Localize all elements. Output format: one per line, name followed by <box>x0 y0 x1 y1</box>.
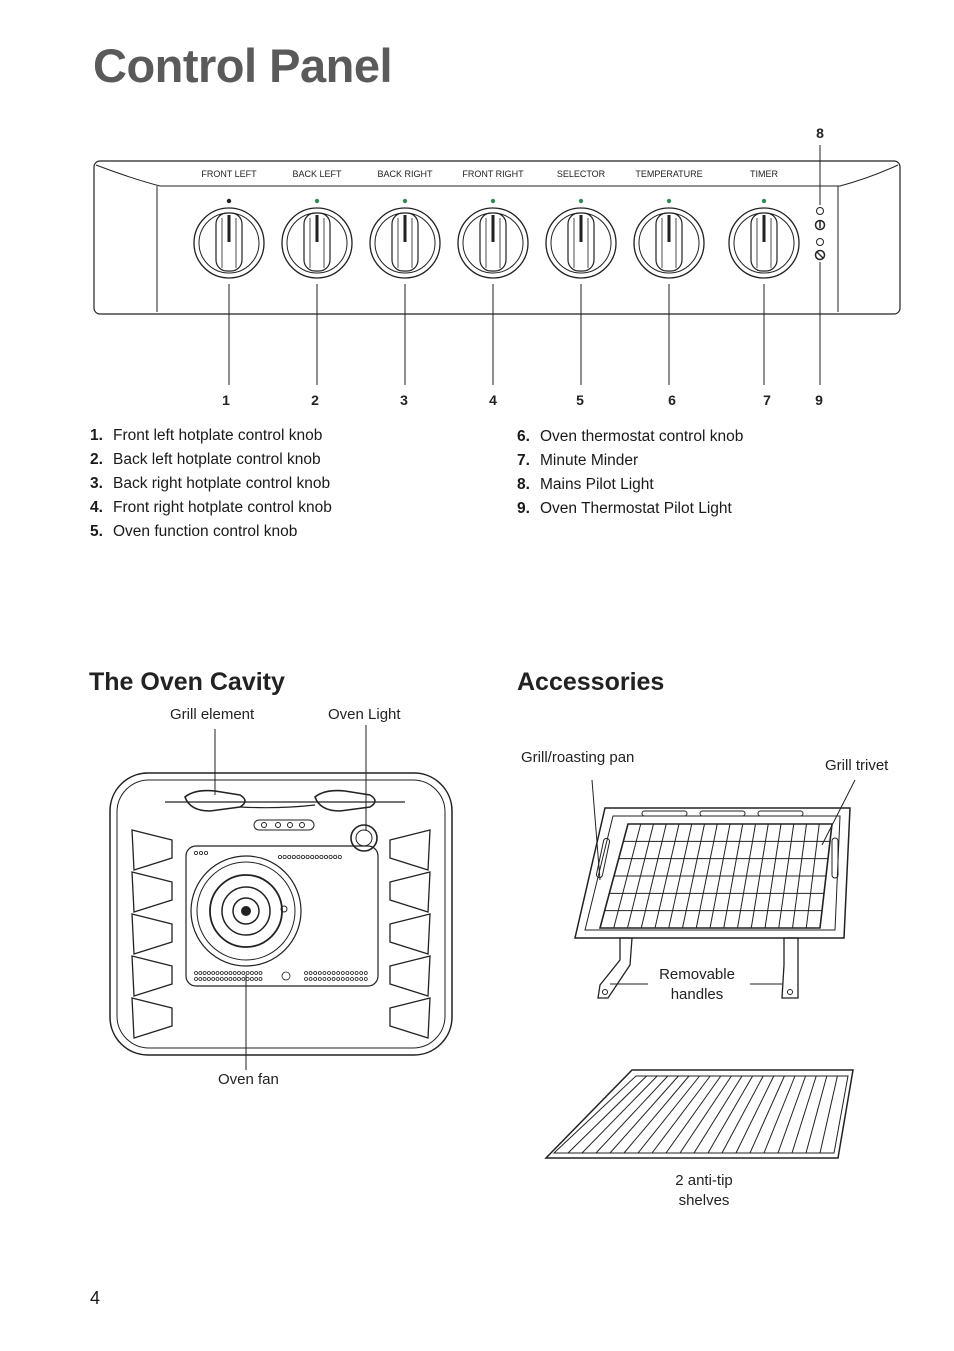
callout-number: 7 <box>763 392 771 408</box>
legend-item: 8.Mains Pilot Light <box>517 476 654 493</box>
callout-number: 1 <box>222 392 230 408</box>
control-knob[interactable] <box>633 198 705 385</box>
knob-indicator-dot <box>314 198 320 204</box>
page-title: Control Panel <box>93 39 393 92</box>
knob-label: FRONT LEFT <box>201 169 257 179</box>
legend-item: 6.Oven thermostat control knob <box>517 428 744 445</box>
control-knob[interactable] <box>369 198 441 385</box>
knob-indicator-dot <box>761 198 767 204</box>
knob-indicator-dot <box>226 198 232 204</box>
callout-number: 2 <box>311 392 319 408</box>
grill-pan-label: Grill/roasting pan <box>521 749 635 766</box>
mains-pilot-light <box>816 207 824 215</box>
legend-item: 4.Front right hotplate control knob <box>90 499 332 516</box>
grill-trivet-label: Grill trivet <box>825 757 889 774</box>
accessories-title: Accessories <box>517 668 665 696</box>
panel-top-curve <box>95 164 899 187</box>
legend-left: 1.Front left hotplate control knob 2.Back… <box>90 424 332 544</box>
grill-pan-diagram <box>574 779 856 999</box>
oven-fan-icon <box>190 855 302 967</box>
knob-label: BACK RIGHT <box>377 169 433 179</box>
callout-number: 5 <box>576 392 584 408</box>
thermostat-pilot-light <box>816 238 824 246</box>
thermometer-symbol-icon <box>814 249 826 261</box>
knob-label: TIMER <box>750 169 778 179</box>
callout-number: 8 <box>816 125 824 141</box>
legend-item: 1.Front left hotplate control knob <box>90 427 323 444</box>
anti-tip-shelves-label: 2 anti-tip shelves <box>675 1172 733 1209</box>
callout-number: 6 <box>668 392 676 408</box>
legend-item: 9.Oven Thermostat Pilot Light <box>517 500 732 517</box>
legend-right: 6.Oven thermostat control knob 7.Minute M… <box>517 425 743 521</box>
legend-item: 7.Minute Minder <box>517 452 639 469</box>
panel-outline <box>93 160 901 315</box>
anti-tip-shelf-diagram <box>544 1069 854 1159</box>
knob-indicator-dot <box>666 198 672 204</box>
control-knob[interactable] <box>545 198 617 385</box>
callout-number: 3 <box>400 392 408 408</box>
knob-indicator-dot <box>490 198 496 204</box>
grill-element-label: Grill element <box>170 706 255 723</box>
knob-label: BACK LEFT <box>292 169 342 179</box>
control-knob[interactable] <box>728 198 800 385</box>
knob-label: TEMPERATURE <box>635 169 702 179</box>
control-knob[interactable] <box>457 198 529 385</box>
knob-label: FRONT RIGHT <box>462 169 524 179</box>
knob-indicator-dot <box>578 198 584 204</box>
oven-fan-label: Oven fan <box>218 1071 279 1088</box>
oven-light-icon <box>350 824 378 852</box>
oven-cavity-diagram <box>109 725 453 1070</box>
control-knob[interactable] <box>281 198 353 385</box>
control-knob[interactable] <box>193 198 265 385</box>
page-number: 4 <box>90 1288 101 1308</box>
knob-indicator-dot <box>402 198 408 204</box>
oven-cavity-title: The Oven Cavity <box>89 668 285 696</box>
legend-item: 2.Back left hotplate control knob <box>90 451 321 468</box>
callout-number: 9 <box>815 392 823 408</box>
removable-handles-label: Removable handles <box>659 966 735 1003</box>
legend-item: 3.Back right hotplate control knob <box>90 475 331 492</box>
legend-item: 5.Oven function control knob <box>90 523 298 540</box>
knob-label: SELECTOR <box>557 169 606 179</box>
callout-number: 4 <box>489 392 497 408</box>
control-panel-diagram: FRONT LEFT BACK LEFT BACK RIGHT FRONT RIGHT… <box>93 125 901 408</box>
oven-light-label: Oven Light <box>328 706 401 723</box>
